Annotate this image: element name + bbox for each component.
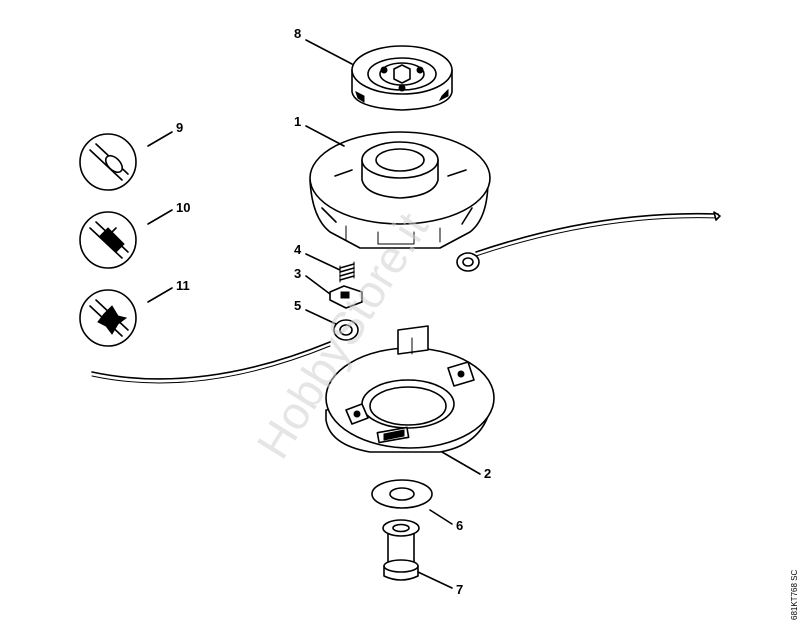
part-4-spring [339,261,355,283]
part-3-clip [329,285,363,309]
part-8-drive-cap [351,45,453,111]
torx-screw-head-icon [79,289,137,347]
callout-4: 4 [294,242,302,257]
callout-2: 2 [484,466,491,481]
part-7-bolt [382,519,420,581]
round-screw-head-icon [79,133,137,191]
part-6-washer [371,479,433,509]
callout-9: 9 [176,120,183,135]
reference-code: 681KT768 SC [790,570,799,620]
cutting-line-right [475,211,721,257]
callout-8: 8 [294,26,301,41]
line-eyelet-right [456,252,480,272]
part-1-housing [309,131,491,249]
callout-10: 10 [176,200,190,215]
leader-lines [147,39,481,589]
callout-6: 6 [456,518,463,533]
part-2-base-plate [325,325,495,453]
callout-1: 1 [294,114,301,129]
part-5-eyelet [333,319,359,341]
cutting-line-left [91,341,331,384]
callout-5: 5 [294,298,301,313]
callout-11: 11 [176,278,190,293]
callout-7: 7 [456,582,463,597]
callout-3: 3 [294,266,301,281]
slotted-screw-head-icon [79,211,137,269]
